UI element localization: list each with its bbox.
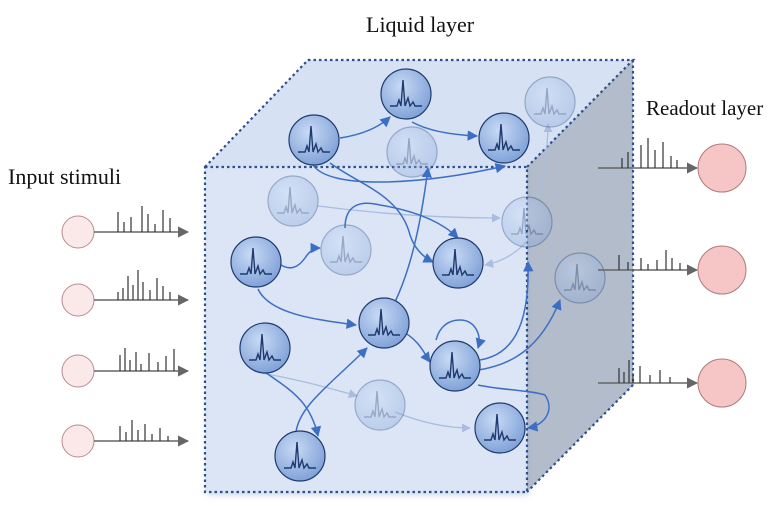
- input-stimulus-row: [61, 348, 190, 388]
- readout-neuron-icon: [697, 143, 747, 193]
- connection-arrow: [435, 319, 486, 350]
- readout-row: [598, 358, 747, 408]
- neuron-spike-icon: [429, 340, 481, 392]
- connection-arrow: [312, 162, 507, 183]
- input-stimuli-title: Input stimuli: [8, 164, 122, 189]
- spike-train: [119, 348, 175, 371]
- liquid-layer-title: Liquid layer: [366, 12, 475, 37]
- connection-arrow: [274, 242, 322, 269]
- connection-arrow: [295, 347, 368, 433]
- connection-arrow: [477, 384, 550, 432]
- connection-faint: [261, 372, 358, 399]
- input-neuron-icon: [61, 283, 95, 317]
- connection-faint: [539, 123, 553, 196]
- connection-arrow: [411, 121, 479, 141]
- neuron-spike-icon: [386, 126, 438, 178]
- input-stimulus-row: [61, 270, 190, 317]
- spike-train: [119, 420, 169, 441]
- input-neuron-icon: [61, 215, 95, 249]
- neuron-spike-icon: [554, 252, 606, 304]
- connection-arrow: [257, 288, 358, 329]
- neuron-spike-icon: [501, 196, 553, 248]
- neuron-spike-icon: [358, 297, 410, 349]
- spike-train: [621, 138, 678, 168]
- spike-train: [117, 206, 171, 232]
- neuron-spike-icon: [274, 430, 326, 482]
- connection-arrow: [261, 369, 322, 438]
- connection-arrow: [329, 162, 434, 263]
- connection-arrow: [339, 116, 391, 139]
- readout-row: [598, 138, 747, 193]
- connection-arrow: [479, 260, 534, 361]
- spike-train: [618, 250, 681, 270]
- connection-faint: [317, 205, 501, 223]
- readout-layer-title: Readout layer: [646, 96, 764, 120]
- readout-neuron-icon: [697, 245, 747, 295]
- neuron-spike-icon: [524, 76, 576, 128]
- readout-row: [598, 245, 747, 295]
- neuron-spike-icon: [288, 114, 340, 166]
- connection-arrow: [344, 202, 459, 239]
- neuron-spike-icon: [320, 224, 372, 276]
- input-neuron-icon: [61, 424, 95, 458]
- cube-front-edge: [203, 165, 529, 494]
- input-neuron-icon: [61, 354, 95, 388]
- input-stimulus-row: [61, 206, 190, 249]
- connection-arrow: [477, 299, 562, 371]
- neuron-spike-icon: [267, 175, 319, 227]
- neuron-spike-icon: [354, 379, 406, 431]
- neuron-spike-icon: [230, 236, 282, 288]
- neuron-spike-icon: [478, 112, 530, 164]
- neuron-spike-icon: [380, 68, 432, 120]
- spike-train: [618, 360, 671, 383]
- readout-neuron-icon: [697, 358, 747, 408]
- neuron-spike-icon: [239, 322, 291, 374]
- connection-arrow: [394, 166, 432, 303]
- neuron-spike-icon: [432, 237, 484, 289]
- neuron-spike-icon: [474, 402, 526, 454]
- spike-train: [117, 270, 171, 300]
- input-stimulus-row: [61, 420, 190, 458]
